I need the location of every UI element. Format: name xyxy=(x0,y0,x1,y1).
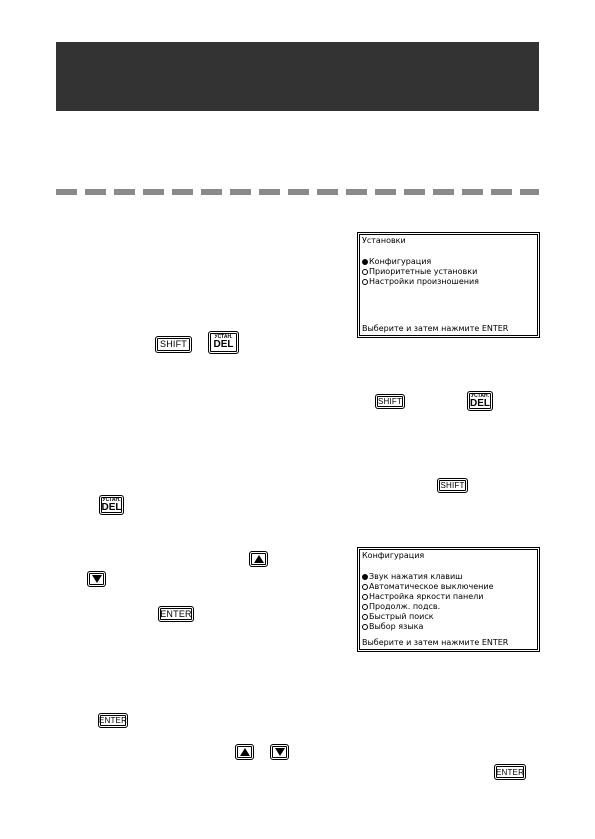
del-key[interactable]: УСТАН.DEL xyxy=(467,391,493,411)
down-arrow-key[interactable] xyxy=(270,744,289,760)
shift-key[interactable]: SHIFT xyxy=(155,336,192,353)
option-item[interactable]: Звук нажатия клавиш xyxy=(362,572,494,582)
screen-footer: Выберите и затем нажмите ENTER xyxy=(362,324,509,333)
radio-selected-icon xyxy=(362,574,368,580)
option-item[interactable]: Автоматическое выключение xyxy=(362,582,494,592)
section-divider xyxy=(56,189,539,195)
option-item[interactable]: Быстрый поиск xyxy=(362,612,494,622)
down-arrow-icon xyxy=(91,575,102,583)
option-item[interactable]: Приоритетные установки xyxy=(362,267,479,277)
up-arrow-icon xyxy=(239,748,250,756)
enter-key[interactable]: ENTER xyxy=(98,713,128,728)
radio-icon xyxy=(362,594,368,600)
del-key[interactable]: УСТАН.DEL xyxy=(99,495,124,515)
settings-screen: Установки Конфигурация Приоритетные уста… xyxy=(357,232,540,338)
up-arrow-icon xyxy=(253,555,264,563)
shift-key[interactable]: SHIFT xyxy=(437,478,468,493)
down-arrow-key[interactable] xyxy=(87,571,106,587)
up-arrow-key[interactable] xyxy=(249,551,268,567)
radio-icon xyxy=(362,584,368,590)
configuration-screen: Конфигурация Звук нажатия клавиш Автомат… xyxy=(357,547,540,652)
down-arrow-icon xyxy=(274,748,285,756)
screen-title: Установки xyxy=(362,236,406,245)
radio-icon xyxy=(362,279,368,285)
option-item[interactable]: Выбор языка xyxy=(362,622,494,632)
radio-icon xyxy=(362,624,368,630)
section-header-bar xyxy=(56,42,539,111)
option-item[interactable]: Продолж. подсв. xyxy=(362,602,494,612)
option-list: Звук нажатия клавиш Автоматическое выклю… xyxy=(362,572,494,632)
screen-footer: Выберите и затем нажмите ENTER xyxy=(362,638,509,647)
radio-icon xyxy=(362,269,368,275)
screen-title: Конфигурация xyxy=(362,551,425,560)
option-item[interactable]: Настройки произношения xyxy=(362,277,479,287)
del-key[interactable]: УСТАН.DEL xyxy=(208,331,239,354)
enter-key[interactable]: ENTER xyxy=(158,606,194,622)
enter-key[interactable]: ENTER xyxy=(494,764,526,780)
radio-icon xyxy=(362,604,368,610)
radio-selected-icon xyxy=(362,259,368,265)
option-list: Конфигурация Приоритетные установки Наст… xyxy=(362,257,479,287)
radio-icon xyxy=(362,614,368,620)
shift-key[interactable]: SHIFT xyxy=(375,394,405,409)
option-item[interactable]: Настройка яркости панели xyxy=(362,592,494,602)
up-arrow-key[interactable] xyxy=(235,744,254,760)
option-item[interactable]: Конфигурация xyxy=(362,257,479,267)
